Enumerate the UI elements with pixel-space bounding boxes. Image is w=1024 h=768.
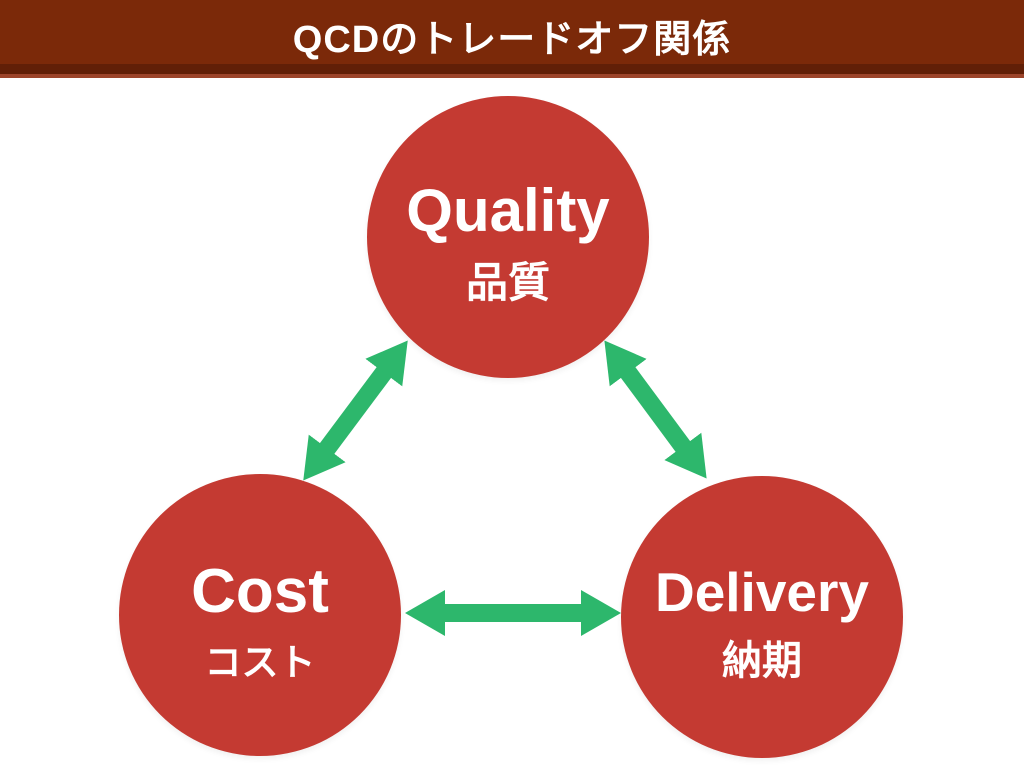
header-bar-main: QCDのトレードオフ関係 — [0, 0, 1024, 64]
node-cost: Cost コスト — [119, 474, 401, 756]
node-delivery-label-en: Delivery — [654, 560, 870, 623]
node-quality: Quality 品質 — [367, 96, 649, 378]
node-cost-label-ja: コスト — [204, 641, 316, 683]
node-delivery-label-ja: 納期 — [722, 639, 802, 684]
node-cost-label-en: Cost — [191, 557, 329, 627]
header-bar: QCDのトレードオフ関係 — [0, 0, 1024, 78]
node-quality-label-en: Quality — [406, 176, 610, 244]
header-bar-accent-band — [0, 64, 1024, 74]
arrow-quality-delivery — [604, 340, 707, 479]
node-quality-label-ja: 品質 — [465, 259, 550, 307]
node-delivery: Delivery 納期 — [621, 476, 903, 758]
arrow-quality-cost — [303, 340, 408, 481]
page-title: QCDのトレードオフ関係 — [292, 18, 732, 61]
header-bar-accent-line — [0, 74, 1024, 78]
